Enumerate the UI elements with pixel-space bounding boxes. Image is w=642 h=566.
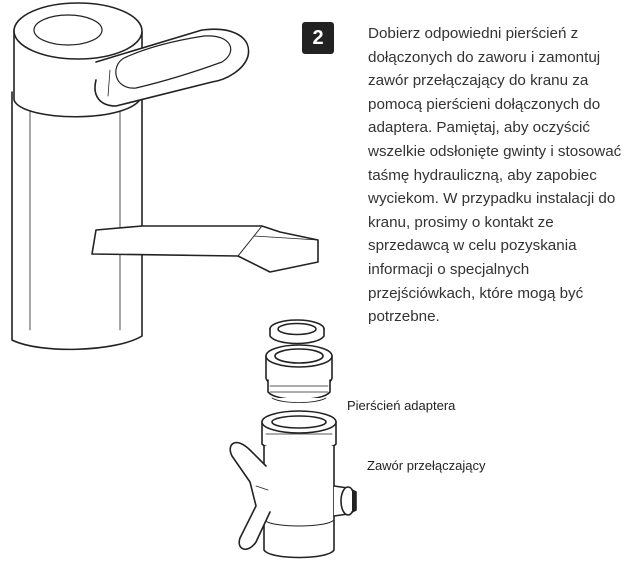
faucet-icon (12, 3, 318, 349)
step-instruction-text: Dobierz odpowiedni pierścień z dołączony… (368, 22, 636, 329)
diverter-valve-icon (230, 411, 356, 558)
adapter-ring-label: Pierścień adaptera (347, 398, 455, 413)
washer-icon (270, 320, 324, 344)
adapter-ring-icon (266, 345, 332, 403)
diverter-valve-label: Zawór przełączający (367, 458, 486, 473)
step-number-badge: 2 (302, 22, 334, 54)
